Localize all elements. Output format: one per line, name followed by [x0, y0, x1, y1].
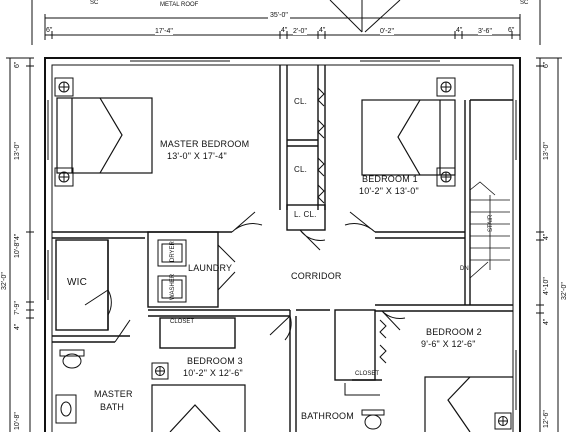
- bed-bedroom1: [361, 99, 456, 176]
- plumbing-fixtures: [55, 349, 385, 430]
- interior-walls: [52, 65, 513, 432]
- bed-master: [56, 97, 153, 174]
- top-dim: 4": [456, 27, 463, 34]
- left-dim: 13'-0": [14, 142, 21, 160]
- roof-label: METAL ROOF: [160, 2, 199, 8]
- master-bath-label-2: BATH: [100, 402, 125, 412]
- bed-bedroom3: [151, 384, 246, 432]
- closet-label-lower: CL.: [294, 165, 308, 174]
- right-dim: 13'-0": [543, 142, 550, 160]
- right-dim-overall: 32'-0": [561, 282, 568, 300]
- left-dim: 10'-8": [14, 240, 21, 258]
- left-dim: 6": [14, 61, 21, 68]
- bedroom3-size: 10'-2" X 12'-6": [183, 368, 243, 378]
- top-dim: 4": [281, 27, 288, 34]
- left-dim-ticks: [6, 57, 34, 319]
- top-dim: 6": [46, 27, 53, 34]
- master-bedroom-size: 13'-0" X 17'-4": [167, 151, 227, 161]
- top-dim: 6": [508, 27, 515, 34]
- closet-label-bedroom3: CLOSET: [170, 319, 195, 325]
- down-label: DN: [460, 266, 469, 272]
- right-dim: 4": [543, 318, 550, 325]
- dryer-washer: [157, 239, 187, 303]
- dim-ticks: [44, 14, 521, 40]
- left-dim: 4": [14, 323, 21, 330]
- top-dim: 4": [319, 27, 326, 34]
- washer-label: WASHER: [170, 273, 176, 300]
- left-dim: 4": [14, 233, 21, 240]
- stair-label: STAIR: [488, 214, 494, 232]
- right-dim: 12'-6": [543, 410, 550, 428]
- top-dim: 2'-0": [293, 28, 307, 35]
- left-dim: 10'-8": [14, 412, 21, 430]
- dryer-label: DRYER: [170, 241, 176, 262]
- right-dim-ticks: [536, 57, 562, 314]
- bed-bedroom2: [424, 376, 513, 432]
- exterior-walls: [44, 57, 521, 432]
- bedroom1-name: BEDROOM 1: [362, 174, 418, 184]
- right-dim: 6": [543, 61, 550, 68]
- corridor-label: CORRIDOR: [291, 271, 342, 281]
- stair-treads: [469, 181, 510, 279]
- top-dim: 3'-6": [478, 28, 492, 35]
- closet-label-bedroom2: CLOSET: [355, 371, 380, 377]
- master-bedroom-name: MASTER BEDROOM: [160, 139, 250, 149]
- sc-edge-label-right: SC: [520, 0, 529, 6]
- bedroom2-size: 9'-6" X 12'-6": [421, 339, 476, 349]
- top-dim: 17'-4": [155, 28, 173, 35]
- roof-ridge-line: [329, 0, 363, 33]
- bedroom2-name: BEDROOM 2: [426, 327, 482, 337]
- door-swings: [84, 87, 406, 364]
- closet-label-upper: CL.: [294, 97, 308, 106]
- left-dim-overall: 32'-0": [1, 272, 8, 290]
- master-bath-label-1: MASTER: [94, 389, 133, 399]
- sc-edge-label-left: SC: [90, 0, 99, 6]
- bedroom3-name: BEDROOM 3: [187, 356, 243, 366]
- windows: [47, 60, 517, 410]
- bathroom-label: BATHROOM: [301, 411, 354, 421]
- left-dim: 7'-9": [14, 301, 21, 315]
- nightstand-lamps: [54, 77, 512, 430]
- overall-width-dim: 35'-0": [268, 12, 290, 19]
- top-dim: 0'-2": [380, 28, 394, 35]
- wic-label: WIC: [67, 277, 88, 288]
- bedroom1-size: 10'-2" X 13'-0": [359, 186, 419, 196]
- linen-closet-label: L. CL.: [294, 210, 317, 219]
- right-dim: 4'-10": [543, 277, 550, 295]
- roof-ridge-line: [364, 0, 401, 33]
- right-dim: 4": [543, 233, 550, 240]
- laundry-label: LAUNDRY: [188, 263, 233, 273]
